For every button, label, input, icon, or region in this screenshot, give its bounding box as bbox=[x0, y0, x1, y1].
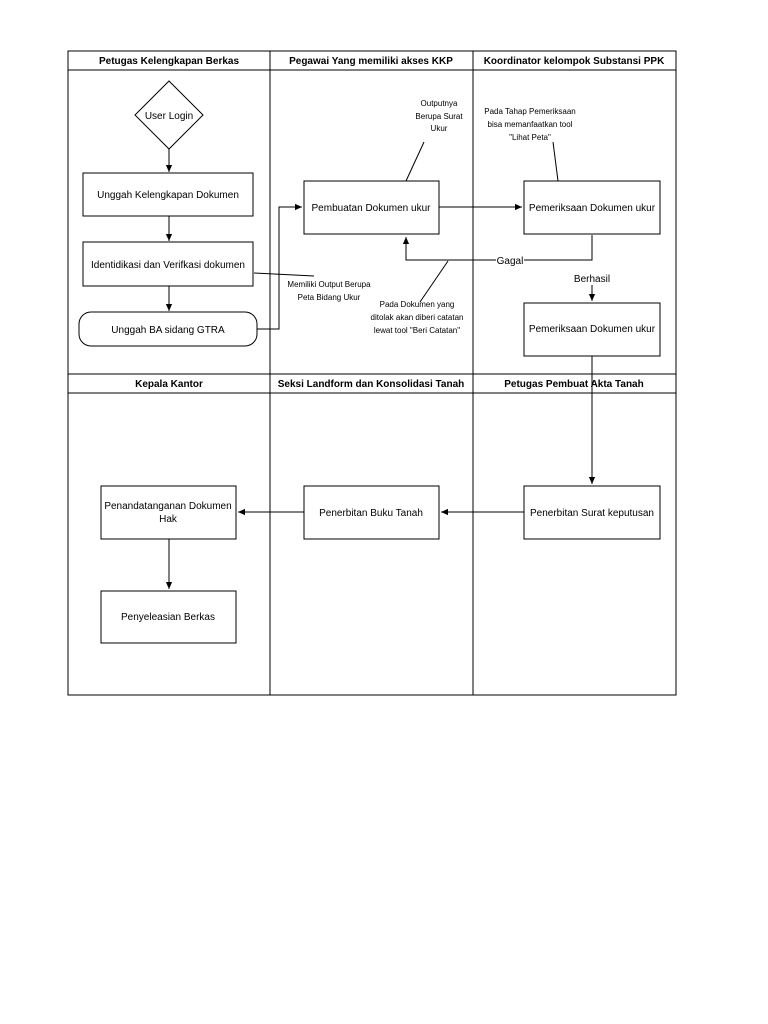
note-output-surat-ukur-line-2: Berupa Surat bbox=[415, 112, 463, 121]
node-penerbitan-buku: Penerbitan Buku Tanah bbox=[303, 485, 440, 540]
node-pembuatan-label: Pembuatan Dokumen ukur bbox=[312, 203, 432, 214]
edge-label-gagal: Gagal bbox=[497, 256, 524, 267]
node-pembuatan: Pembuatan Dokumen ukur bbox=[303, 180, 440, 235]
callout-output-surat-ukur bbox=[405, 141, 425, 182]
node-pemeriksaan-2-label: Pemeriksaan Dokumen ukur bbox=[529, 324, 656, 335]
node-user-login: User Login bbox=[134, 80, 204, 150]
node-penandatanganan-label-1: Penandatanganan Dokumen bbox=[104, 501, 231, 512]
note-output-surat-ukur-line-1: Outputnya bbox=[421, 99, 458, 108]
note-lihat-peta-line-2: bisa memanfaatkan tool bbox=[488, 120, 573, 129]
note-output-peta-line-2: Peta Bidang Ukur bbox=[298, 293, 361, 302]
note-output-peta-line-1: Memiliki Output Berupa bbox=[287, 280, 371, 289]
callout-lihat-peta bbox=[552, 141, 559, 182]
node-pemeriksaan-1-label: Pemeriksaan Dokumen ukur bbox=[529, 203, 656, 214]
node-identifikasi-label: Identidikasi dan Verifkasi dokumen bbox=[91, 260, 245, 271]
node-penerbitan-surat-label: Penerbitan Surat keputusan bbox=[530, 508, 654, 519]
lane-header-kepala-kantor: Kepala Kantor bbox=[135, 379, 203, 390]
node-user-login-label: User Login bbox=[145, 111, 193, 122]
note-beri-catatan-line-2: ditolak akan diberi catatan bbox=[371, 313, 464, 322]
note-lihat-peta-line-3: "Lihat Peta" bbox=[509, 133, 551, 142]
node-penerbitan-surat: Penerbitan Surat keputusan bbox=[523, 485, 661, 540]
lane-header-pegawai-kkp: Pegawai Yang memiliki akses KKP bbox=[289, 56, 453, 67]
node-penyeleasian-label: Penyeleasian Berkas bbox=[121, 612, 215, 623]
note-lihat-peta-line-1: Pada Tahap Pemeriksaan bbox=[484, 107, 575, 116]
lane-header-petugas-kelengkapan: Petugas Kelengkapan Berkas bbox=[99, 56, 239, 67]
note-beri-catatan: Pada Dokumen yang ditolak akan diberi ca… bbox=[371, 300, 464, 335]
note-output-surat-ukur: Outputnya Berupa Surat Ukur bbox=[415, 99, 463, 133]
edge-ba-to-pembuatan bbox=[257, 203, 302, 330]
lane-header-koordinator-ppk: Koordinator kelompok Substansi PPK bbox=[484, 56, 665, 67]
edge-gagal-part1 bbox=[524, 235, 593, 261]
node-unggah-kelengkapan-label: Unggah Kelengkapan Dokumen bbox=[97, 190, 239, 201]
node-unggah-ba-label: Unggah BA sidang GTRA bbox=[111, 325, 225, 336]
node-unggah-ba: Unggah BA sidang GTRA bbox=[78, 311, 258, 347]
node-identifikasi: Identidikasi dan Verifkasi dokumen bbox=[82, 241, 254, 287]
node-penandatanganan-label-2: Hak bbox=[159, 514, 178, 525]
edge-label-berhasil: Berhasil bbox=[574, 274, 610, 285]
lane-header-petugas-akta: Petugas Pembuat Akta Tanah bbox=[504, 379, 643, 390]
node-penyeleasian: Penyeleasian Berkas bbox=[100, 590, 237, 644]
note-beri-catatan-line-1: Pada Dokumen yang bbox=[380, 300, 455, 309]
node-penandatanganan: Penandatanganan Dokumen Hak bbox=[100, 485, 237, 540]
connectors bbox=[165, 141, 596, 589]
note-output-peta: Memiliki Output Berupa Peta Bidang Ukur bbox=[287, 280, 371, 302]
edge-gagal-return bbox=[402, 237, 496, 261]
node-unggah-kelengkapan: Unggah Kelengkapan Dokumen bbox=[82, 172, 254, 217]
node-pemeriksaan-1: Pemeriksaan Dokumen ukur bbox=[523, 180, 661, 235]
lane-header-seksi-landform: Seksi Landform dan Konsolidasi Tanah bbox=[278, 379, 465, 390]
callout-output-peta bbox=[253, 272, 315, 277]
node-pemeriksaan-2: Pemeriksaan Dokumen ukur bbox=[523, 302, 661, 357]
note-lihat-peta: Pada Tahap Pemeriksaan bisa memanfaatkan… bbox=[484, 107, 575, 142]
note-output-surat-ukur-line-3: Ukur bbox=[431, 124, 448, 133]
callout-beri-catatan bbox=[419, 260, 449, 303]
node-penerbitan-buku-label: Penerbitan Buku Tanah bbox=[319, 508, 423, 519]
note-beri-catatan-line-3: lewat tool "Beri Catatan" bbox=[374, 326, 460, 335]
